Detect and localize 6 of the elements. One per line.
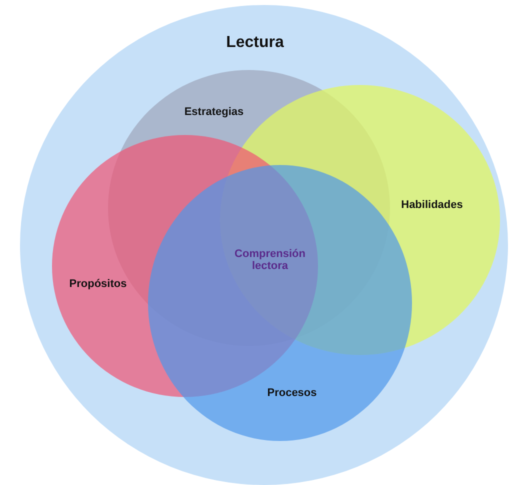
set-label: Habilidades bbox=[401, 199, 463, 211]
set-label: Estrategias bbox=[184, 106, 244, 118]
set-label: Lectura bbox=[226, 34, 284, 52]
set-label: Procesos bbox=[267, 387, 317, 399]
set-label: Propósitos bbox=[69, 278, 127, 290]
center-label: Comprensión lectora bbox=[234, 248, 306, 272]
